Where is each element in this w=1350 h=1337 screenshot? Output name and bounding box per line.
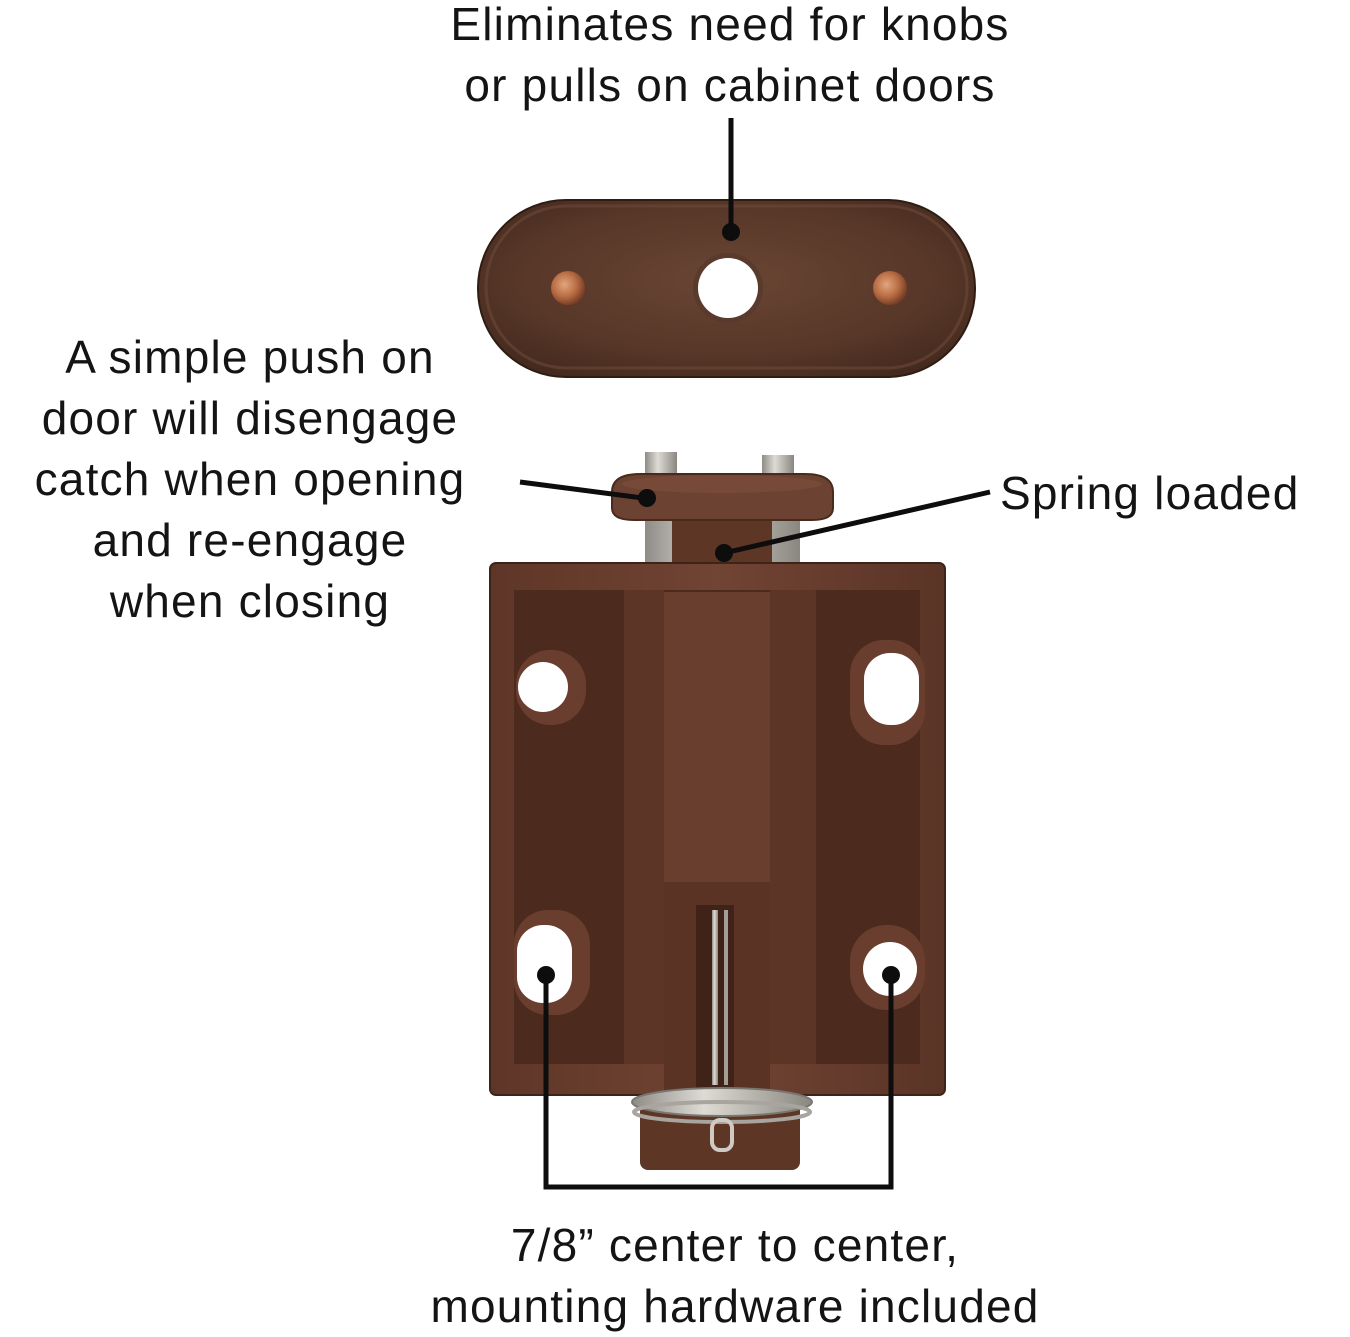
rivet-right [873, 271, 907, 305]
rivet-left [551, 271, 585, 305]
callout-line: when closing [109, 575, 391, 627]
callout-line: or pulls on cabinet doors [464, 59, 996, 111]
catch-body [489, 562, 946, 1096]
callout-line: mounting hardware included [430, 1280, 1040, 1332]
callout-line: Spring loaded [1000, 467, 1300, 519]
leader-lines [519, 118, 991, 1190]
callout-no-knobs: Eliminates need for knobs or pulls on ca… [360, 0, 1100, 116]
spring-tail [631, 1087, 813, 1170]
callout-push-to-open: A simple push on door will disengage cat… [0, 327, 500, 632]
leader-right [723, 489, 991, 556]
callout-spring-loaded: Spring loaded [1000, 463, 1350, 524]
leader-left [519, 479, 644, 501]
callout-line: door will disengage [41, 392, 459, 444]
bracket-bottom [543, 975, 894, 1190]
callout-line: catch when opening [34, 453, 466, 505]
strike-plate [477, 199, 976, 378]
callout-line: 7/8” center to center, [510, 1219, 960, 1271]
callout-line: Eliminates need for knobs [450, 0, 1010, 50]
callout-mounting-spacing: 7/8” center to center, mounting hardware… [330, 1215, 1140, 1337]
leader-dots [537, 223, 900, 984]
callout-line: and re-engage [92, 514, 408, 566]
callout-line: A simple push on [65, 331, 435, 383]
